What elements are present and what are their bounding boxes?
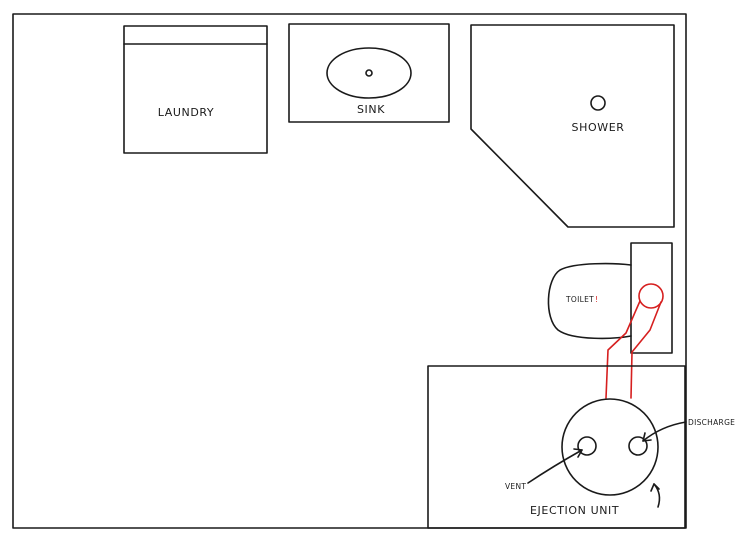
sink-counter <box>288 23 450 123</box>
shower-outline <box>470 24 675 228</box>
laundry-outline <box>123 25 268 154</box>
laundry-label: LAUNDRY <box>158 106 215 119</box>
vent-label: VENT <box>505 482 526 491</box>
shower-drain <box>590 95 606 111</box>
ejection-unit: VENT DISCHARGE EJECTION UNIT <box>505 398 735 517</box>
ejection-unit-body <box>561 398 659 496</box>
sink-label: SINK <box>357 103 385 116</box>
vent-arrow <box>527 449 583 484</box>
sink-unit: SINK <box>288 23 450 123</box>
toilet-flange <box>638 283 664 309</box>
toilet-tank <box>630 242 673 354</box>
pipe-right <box>630 301 662 399</box>
discharge-arrowhead <box>642 432 652 442</box>
vent-port <box>577 436 597 456</box>
drain-pipes <box>605 283 664 399</box>
ejection-unit-label: EJECTION UNIT <box>530 504 619 517</box>
shower-unit: SHOWER <box>470 24 675 228</box>
discharge-arrow <box>642 421 687 442</box>
toilet-label-text: TOILET <box>565 295 594 304</box>
discharge-label: DISCHARGE <box>688 418 735 427</box>
toilet-label: TOILET! <box>565 295 598 304</box>
shower-label: SHOWER <box>572 121 625 134</box>
ejection-pit-area <box>427 365 686 529</box>
toilet-label-mark: ! <box>595 295 598 304</box>
toilet-unit: TOILET! <box>547 242 673 354</box>
pipe-left <box>605 300 641 399</box>
sink-basin <box>326 47 412 99</box>
toilet-bowl <box>547 262 632 340</box>
ejection-unit-arrowhead <box>650 483 660 492</box>
sink-drain <box>365 69 373 77</box>
laundry-unit: LAUNDRY <box>123 25 268 154</box>
vent-arrowhead <box>573 448 583 458</box>
room-outline <box>12 13 687 529</box>
discharge-port <box>628 436 648 456</box>
